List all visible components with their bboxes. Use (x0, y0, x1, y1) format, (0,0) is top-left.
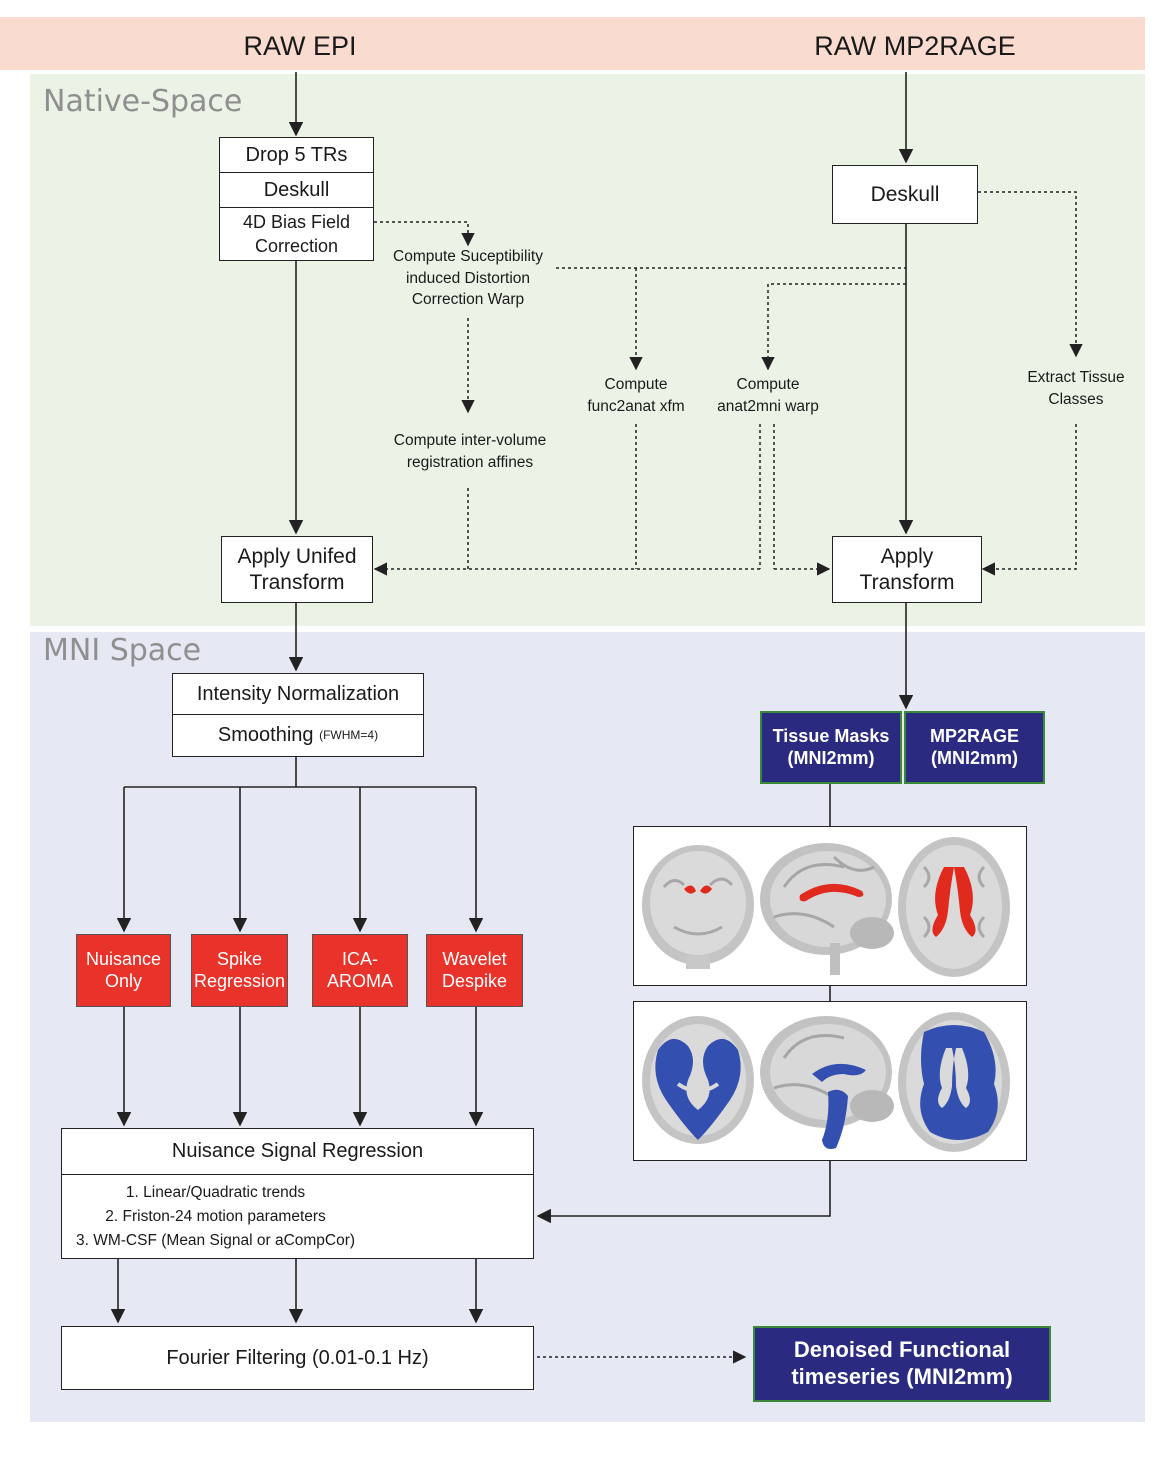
nsr-title: Nuisance Signal Regression (62, 1129, 533, 1175)
header-band (0, 17, 1145, 70)
sagittal-slice (760, 843, 894, 975)
intensity-normalization-step: Intensity Normalization (173, 674, 423, 715)
mp2rage-output: MP2RAGE(MNI2mm) (904, 711, 1045, 784)
raw-epi-label: RAW EPI (243, 31, 357, 61)
brain-slices-csf (642, 837, 1010, 977)
mni-space-label: MNI Space (43, 633, 202, 668)
raw-mp2rage-label: RAW MP2RAGE (814, 31, 1016, 61)
csf-mask-panel (633, 826, 1027, 986)
nsr-item: 2. Friston-24 motion parameters (105, 1208, 326, 1226)
brain-slices-wm (642, 1012, 1010, 1152)
wm-mask-panel (633, 1001, 1027, 1161)
fourier-filtering: Fourier Filtering (0.01-0.1 Hz) (61, 1326, 534, 1390)
native-space-label: Native-Space (43, 84, 243, 119)
smoothing-step: Smoothing (FWHM=4) (217, 724, 379, 747)
tissue-masks-output: Tissue Masks(MNI2mm) (760, 711, 902, 784)
coronal-slice-wm (642, 1016, 754, 1144)
anat-deskull-step: Deskull (832, 165, 978, 224)
method-ica-aroma: ICA-AROMA (312, 934, 408, 1007)
axial-slice-wm (898, 1012, 1010, 1152)
sagittal-slice-wm (760, 1016, 894, 1149)
nuisance-signal-regression: Nuisance Signal Regression 1. Linear/Qua… (61, 1128, 534, 1259)
nsr-item-list: 1. Linear/Quadratic trends 2. Friston-24… (76, 1181, 355, 1253)
coronal-slice (642, 845, 754, 969)
nsr-item: 3. WM-CSF (Mean Signal or aCompCor) (76, 1232, 356, 1250)
normalization-stack: Intensity Normalization Smoothing (FWHM=… (172, 673, 424, 757)
drop-trs-step: Drop 5 TRs (220, 138, 373, 173)
epi-deskull-step: Deskull (220, 173, 373, 208)
axial-slice (898, 837, 1010, 977)
nsr-item: 1. Linear/Quadratic trends (125, 1184, 306, 1201)
